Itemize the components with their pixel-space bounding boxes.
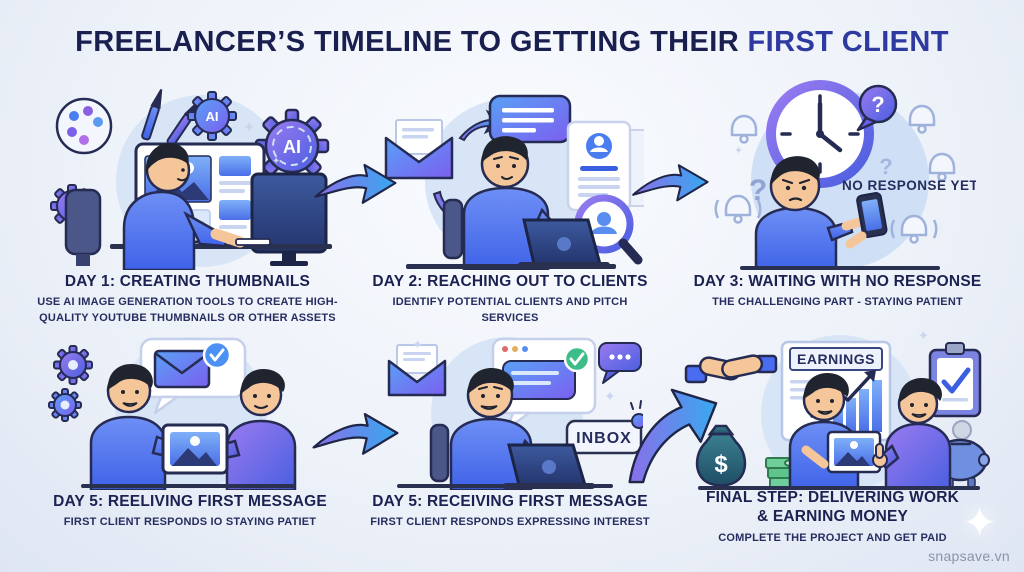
final-subtitle: COMPLETE THE PROJECT AND GET PAID [718,531,947,544]
desk [406,264,616,269]
freelancer-person [788,372,882,490]
flow-arrow-icon [312,412,399,455]
flow-arrow-icon [314,163,397,204]
day5-subtitle: FIRST CLIENT RESPONDS EXPRESSING INTERES… [370,516,650,529]
page-title: FREELANCER’S TIMELINE TO GETTING THEIR F… [0,26,1024,59]
gear-icon [48,388,82,422]
final-caption: FINAL STEP: DELIVERING WORK & EARNING MO… [700,488,965,546]
day2-title: DAY 2: REACHING OUT TO CLIENTS [372,273,648,290]
delivered-work-card [826,430,882,474]
day4-illustration [48,337,297,490]
client-person [872,377,952,490]
chair [442,198,464,260]
handshake-icon [684,354,778,384]
secondary-monitor [250,172,328,266]
day3-subtitle: THE CHALLENGING PART - STAYING PATIENT [712,296,963,309]
paint-palette-icon [55,97,113,155]
inbox-label: INBOX [576,430,632,447]
day1-title: DAY 1: CREATING THUMBNAILS [64,273,311,290]
thumbnail-tablet [161,423,229,475]
day4-caption: DAY 5: REELIVING FIRST MESSAGE FIRST CLI… [40,492,340,531]
question-mark: ? [879,154,892,179]
freelancer-person [89,363,204,490]
flow-arrow-curved-icon [628,388,718,484]
page-title-prefix: FREELANCER’S TIMELINE TO GETTING THEIR [75,26,748,58]
question-mark: ? [749,174,767,207]
ai-gear-large-icon: AI [254,108,330,184]
day1-illustration: AI AI AI [50,88,332,270]
final-illustration: EARNINGS $ [684,335,990,490]
page-title-highlight: FIRST CLIENT [747,26,949,58]
question-mark: ? [871,92,884,117]
day2-caption: DAY 2: REACHING OUT TO CLIENTS IDENTIFY … [365,272,655,326]
chair [429,423,450,483]
gear-icon [53,345,93,385]
floor [698,486,980,490]
worried-person [754,156,888,270]
watermark: snapsave.vn [928,548,1010,564]
sparkle-large-icon: ✦ [962,499,998,546]
final-title: FINAL STEP: DELIVERING WORK & EARNING MO… [705,489,960,526]
inbox-badge: INBOX [565,400,643,455]
chair [64,188,102,266]
freelancer-person [122,143,271,270]
message-check-bubble [139,337,247,415]
day5-illustration: INBOX [387,337,643,490]
open-envelope-icon [384,119,454,180]
day3-illustration: ? ? ? NO RESPONSE YET [714,80,976,270]
desk [397,484,613,488]
earnings-label: EARNINGS [797,351,875,367]
day1-caption: DAY 1: CREATING THUMBNAILS USE AI IMAGE … [35,272,340,326]
day1-subtitle: USE AI IMAGE GENERATION TOOLS TO CREATE … [37,296,338,324]
day5-title: DAY 5: RECEIVING FIRST MESSAGE [372,493,648,510]
envelope-icon [387,344,447,397]
client-profile-cards [566,120,644,212]
flow-arrow-icon [632,164,709,202]
desk [740,266,940,270]
ai-label: AI [206,109,219,124]
ai-gear-mid-icon: AI [187,91,237,141]
question-bubble-icon: ? [856,84,898,132]
ai-label: AI [283,137,301,157]
day3-title: DAY 3: WAITING WITH NO RESPONSE [693,273,982,290]
floor [81,484,295,488]
day2-subtitle: IDENTIFY POTENTIAL CLIENTS AND PITCH SER… [392,296,628,324]
day5-caption: DAY 5: RECEIVING FIRST MESSAGE FIRST CLI… [365,492,655,531]
day2-illustration [384,94,644,270]
no-response-label: NO RESPONSE YET [842,178,976,193]
day4-title: DAY 5: REELIVING FIRST MESSAGE [53,493,327,510]
message-window [491,337,597,431]
money-bag-icon: $ [695,424,747,487]
day3-caption: DAY 3: WAITING WITH NO RESPONSE THE CHAL… [685,272,990,311]
notification-bells [714,104,956,244]
dollar-sign: $ [714,451,728,478]
day4-subtitle: FIRST CLIENT RESPONDS IO STAYING PATIET [63,516,317,529]
typing-bubble-icon [598,342,642,384]
